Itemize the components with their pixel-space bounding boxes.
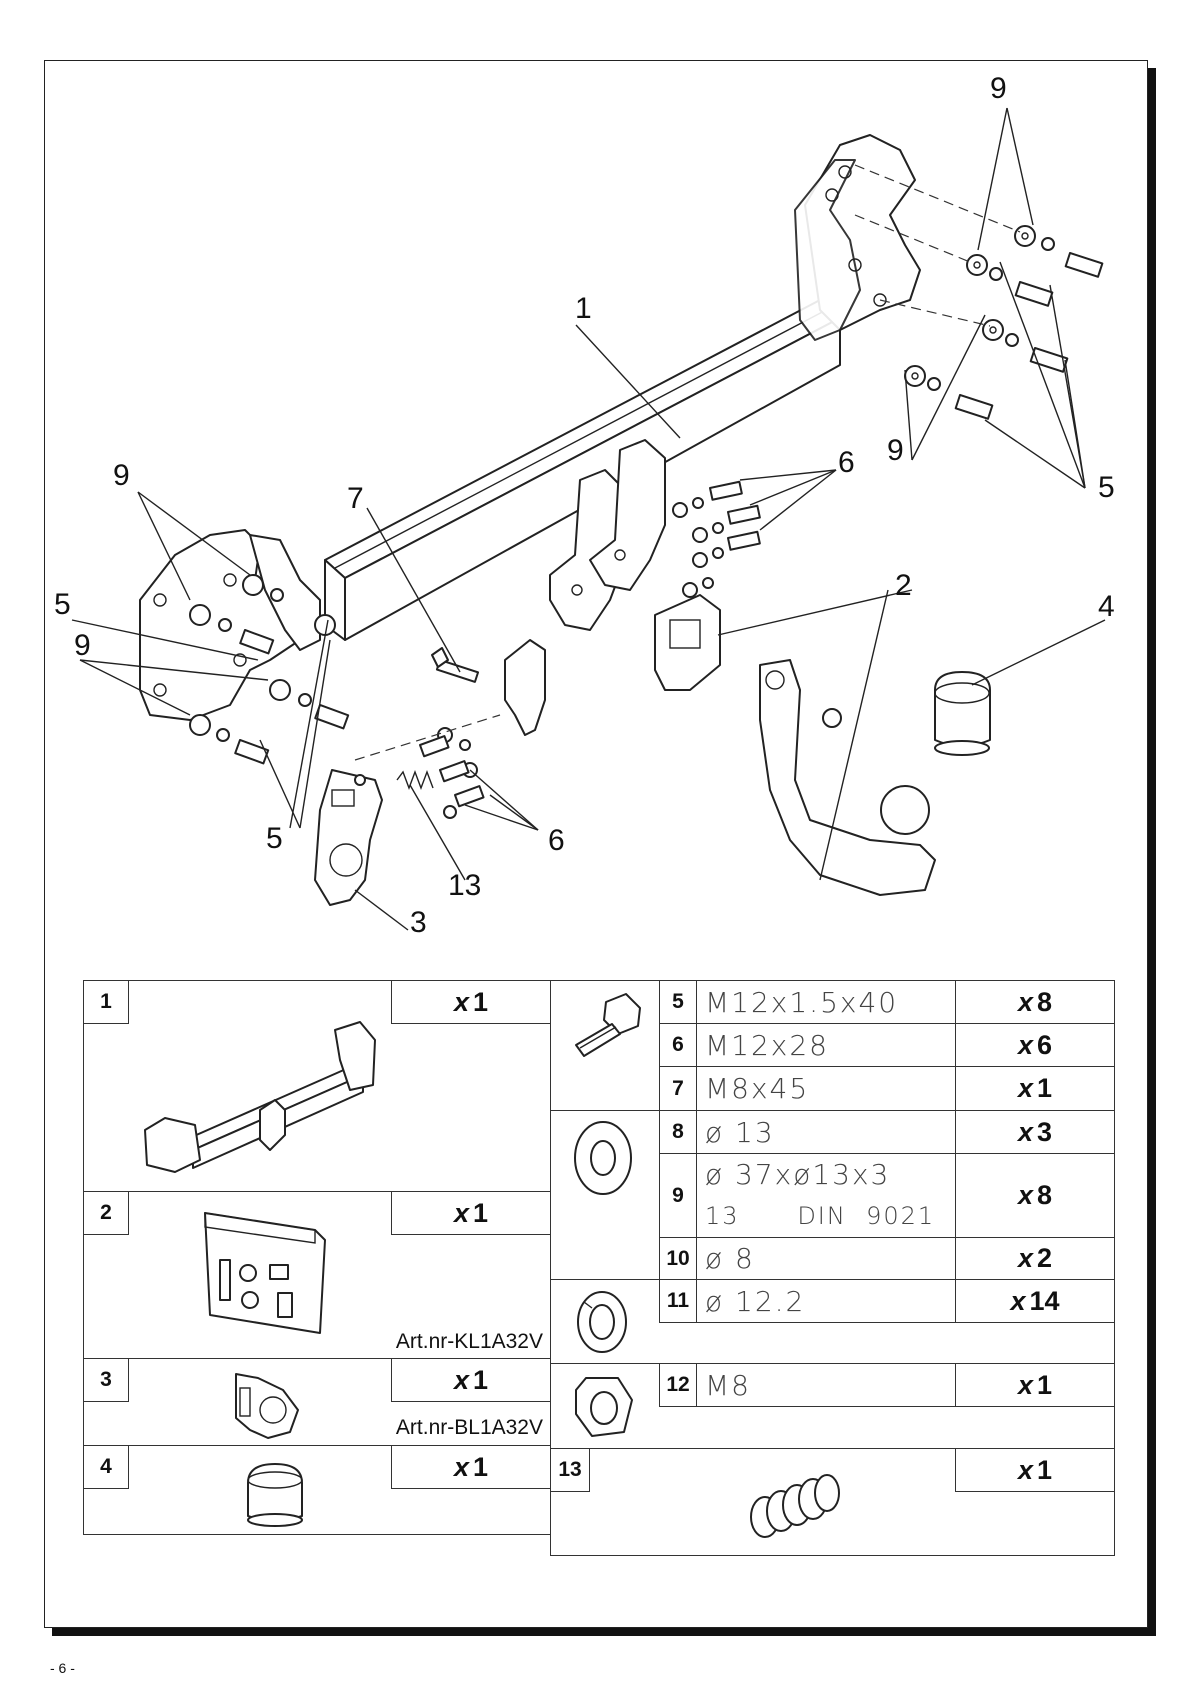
fastener-11-spec: ø 12.2 bbox=[705, 1284, 806, 1318]
part-4-number: 4 bbox=[83, 1445, 129, 1489]
exploded-assembly-diagram: 1 2 3 4 5 5 5 6 6 7 9 9 9 9 13 bbox=[54, 72, 1115, 939]
part-1-number: 1 bbox=[83, 980, 129, 1024]
callout-4: 4 bbox=[1098, 590, 1115, 623]
callout-13: 13 bbox=[448, 869, 481, 902]
right-fasteners bbox=[854, 164, 1104, 420]
fastener-10-spec: ø 8 bbox=[705, 1242, 755, 1275]
right-side-plate bbox=[794, 134, 921, 341]
spring-washer-icon bbox=[577, 1291, 627, 1353]
callout-9-left-top: 9 bbox=[113, 459, 130, 492]
nut-icon bbox=[575, 1377, 633, 1437]
wiring-module-part bbox=[654, 594, 721, 691]
page-number: - 6 - bbox=[50, 1660, 75, 1676]
fastener-9-number: 9 bbox=[672, 1183, 684, 1207]
callout-9-left-mid: 9 bbox=[74, 629, 91, 662]
qty-col-12 bbox=[955, 1363, 1115, 1407]
callout-5-right: 5 bbox=[1098, 471, 1115, 504]
fastener-7-spec: M8x45 bbox=[705, 1072, 810, 1105]
num-col-12 bbox=[659, 1363, 697, 1407]
part-2-article-number: Art.nr-KL1A32V bbox=[395, 1330, 543, 1353]
ball-cap-icon bbox=[247, 1463, 303, 1527]
fastener-9-spec: ø 37xø13x3 bbox=[705, 1157, 891, 1191]
callout-2: 2 bbox=[895, 569, 912, 602]
socket-mount-plate bbox=[504, 639, 546, 736]
left-fasteners bbox=[189, 574, 350, 765]
callout-3: 3 bbox=[410, 906, 427, 939]
fastener-6-number: 6 bbox=[672, 1033, 684, 1056]
center-fasteners bbox=[672, 480, 761, 598]
socket-bracket-icon bbox=[235, 1373, 299, 1439]
callout-9-right-bottom: 9 bbox=[887, 434, 904, 467]
callout-6-lower: 6 bbox=[548, 824, 565, 857]
fastener-11-number: 11 bbox=[666, 1289, 690, 1312]
bolt-icon bbox=[575, 993, 641, 1057]
fastener-5-number: 5 bbox=[672, 990, 684, 1013]
fastener-8-number: 8 bbox=[672, 1120, 684, 1143]
part-3-number: 3 bbox=[83, 1358, 129, 1402]
num-col-5-11 bbox=[659, 980, 697, 1323]
leader-lines bbox=[71, 107, 1106, 931]
row-13-qty-box bbox=[955, 1448, 1115, 1492]
page-frame bbox=[44, 60, 1148, 1628]
wiring-kit-bag-icon bbox=[204, 1212, 326, 1334]
num-col-13 bbox=[550, 1448, 590, 1492]
fastener-8-spec: ø 13 bbox=[705, 1115, 775, 1149]
socket-bracket-part bbox=[314, 769, 383, 906]
fastener-7-number: 7 bbox=[672, 1076, 684, 1100]
callout-9-right-top: 9 bbox=[990, 72, 1007, 105]
fastener-5-spec: M12x1.5x40 bbox=[705, 985, 899, 1019]
callout-5-left-bottom: 5 bbox=[266, 822, 283, 855]
part-2-number: 2 bbox=[83, 1191, 129, 1235]
callout-7: 7 bbox=[347, 482, 364, 515]
fastener-6-spec: M12x28 bbox=[705, 1028, 829, 1062]
fastener-9-spec-standard: 13 DIN 9021 bbox=[705, 1202, 936, 1230]
qty-col-5-11 bbox=[955, 980, 1115, 1323]
flat-washer-icon bbox=[574, 1121, 632, 1195]
fastener-12-number: 12 bbox=[666, 1373, 690, 1396]
fastener-12-spec: M8 bbox=[705, 1368, 751, 1402]
callout-1: 1 bbox=[575, 292, 592, 325]
callout-labels: 1 2 3 4 5 5 5 6 6 7 9 9 9 9 13 bbox=[54, 72, 1115, 939]
callout-5-left-top: 5 bbox=[54, 588, 71, 621]
center-bracket bbox=[549, 439, 666, 631]
tow-bar-crossbar-icon bbox=[144, 1021, 376, 1173]
part-3-article-number: Art.nr-BL1A32V bbox=[395, 1416, 543, 1439]
ball-cap-part bbox=[934, 671, 991, 756]
lower-fasteners bbox=[354, 647, 501, 819]
fastener-13-number: 13 bbox=[558, 1458, 582, 1481]
fastener-10-number: 10 bbox=[666, 1246, 690, 1270]
fastener-group-spring bbox=[550, 1448, 1115, 1556]
callout-6-right: 6 bbox=[838, 446, 855, 479]
ball-arm-part bbox=[759, 659, 936, 896]
spring-icon bbox=[750, 1474, 840, 1538]
